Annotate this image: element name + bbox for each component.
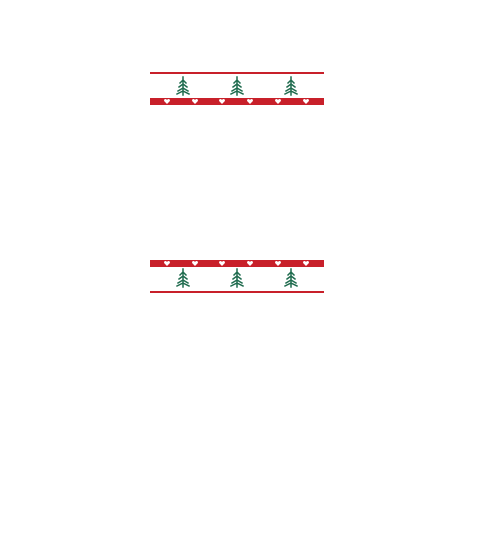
greeting-card xyxy=(136,62,338,306)
heart-icon xyxy=(303,261,309,266)
top-border-band xyxy=(150,72,324,106)
bottom-border-band xyxy=(150,260,324,294)
top-heart-strip xyxy=(150,98,324,105)
pine-tree-icon xyxy=(230,268,244,288)
heart-icon xyxy=(192,261,198,266)
pine-tree-icon xyxy=(284,268,298,288)
bottom-thin-red-line xyxy=(150,291,324,293)
top-thin-red-line xyxy=(150,72,324,74)
pine-tree-icon xyxy=(176,268,190,288)
card-body xyxy=(150,110,324,258)
heart-icon xyxy=(219,261,225,266)
heart-icon xyxy=(192,99,198,104)
heart-icon xyxy=(303,99,309,104)
pine-tree-icon xyxy=(284,76,298,96)
heart-icon xyxy=(275,99,281,104)
heart-icon xyxy=(247,99,253,104)
heart-icon xyxy=(164,261,170,266)
pine-tree-icon xyxy=(176,76,190,96)
bottom-heart-strip xyxy=(150,260,324,267)
heart-icon xyxy=(219,99,225,104)
heart-icon xyxy=(164,99,170,104)
heart-icon xyxy=(247,261,253,266)
pine-tree-icon xyxy=(230,76,244,96)
heart-icon xyxy=(275,261,281,266)
